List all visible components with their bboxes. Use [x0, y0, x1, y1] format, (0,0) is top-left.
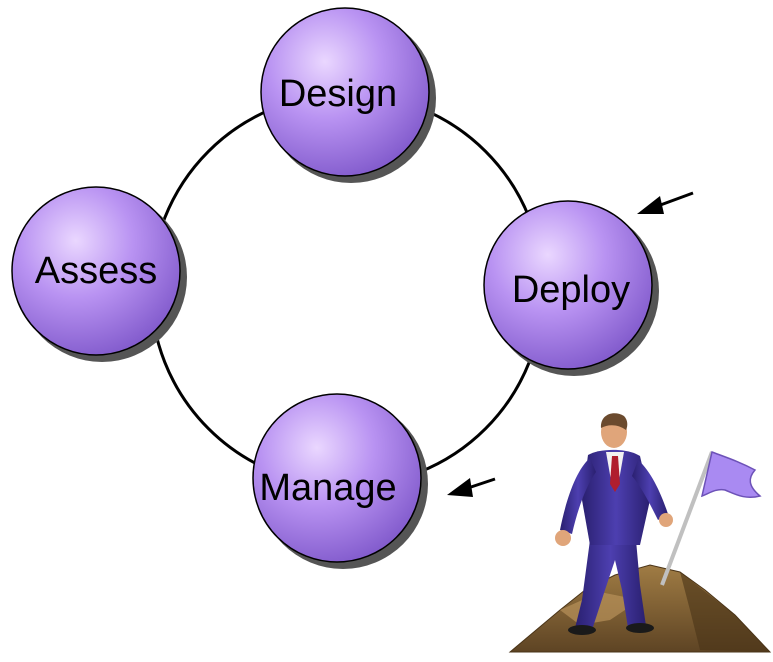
node-design-sphere — [260, 7, 430, 177]
node-assess-label: Assess — [35, 250, 157, 292]
man-shoe-right — [626, 623, 654, 633]
arrow-to-manage — [447, 477, 496, 497]
arrow-to-deploy — [637, 191, 694, 214]
flag — [700, 450, 762, 499]
man-legs — [575, 540, 646, 630]
man-hand-left — [555, 530, 571, 546]
node-manage-sphere — [252, 393, 422, 563]
node-assess-sphere — [11, 186, 181, 356]
node-design-label: Design — [279, 73, 397, 115]
summit-flag-illustration — [508, 413, 772, 653]
node-manage: Manage — [252, 393, 428, 569]
flag-pole — [660, 451, 714, 586]
node-design: Design — [260, 7, 436, 183]
node-assess: Assess — [11, 186, 187, 362]
man-hand-right — [659, 513, 673, 527]
man-hair — [600, 413, 628, 430]
man-arm-left — [560, 458, 596, 534]
node-deploy-sphere — [483, 200, 653, 370]
node-deploy-label: Deploy — [512, 269, 630, 311]
man-tie — [610, 456, 620, 492]
man-arm-right — [632, 460, 668, 520]
node-deploy: Deploy — [483, 200, 659, 376]
man-shoe-left — [568, 625, 596, 635]
rock-shadow — [680, 572, 770, 652]
node-manage-label: Manage — [259, 467, 396, 509]
